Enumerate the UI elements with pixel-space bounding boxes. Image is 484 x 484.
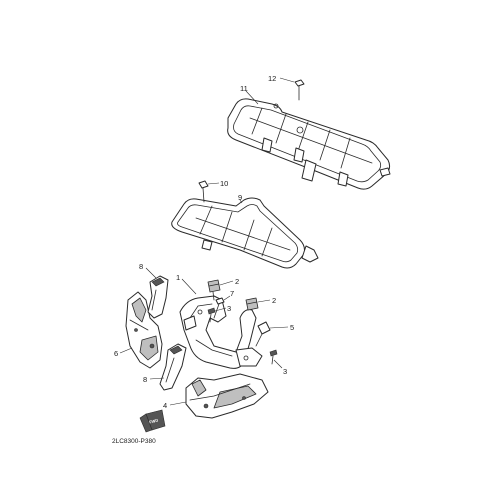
callout-4: 4 [163,401,167,410]
callout-3b: 3 [283,367,287,376]
strap-8b [159,343,187,391]
leader-6 [119,347,133,354]
callout-6: 6 [114,349,118,358]
callout-11: 11 [240,84,248,93]
screw-3b [269,349,278,365]
bolt-7 [213,297,225,319]
bolt-10 [198,180,209,203]
callout-9: 9 [238,193,242,202]
lower-guard [185,373,269,419]
callout-7: 7 [230,289,234,298]
leader-9 [239,199,243,204]
fwd-arrow-icon [139,409,166,433]
bolt-12 [294,79,305,101]
leader-11 [245,90,259,105]
callout-2a: 2 [235,277,239,286]
leader-10 [207,182,220,185]
side-guard [125,291,163,369]
callout-8b: 8 [143,375,147,384]
callout-1: 1 [176,273,180,282]
callout-5: 5 [290,323,294,332]
callout-12: 12 [268,74,276,83]
leader-7 [223,295,231,301]
strap-8a [147,275,169,319]
callout-3a: 3 [227,304,231,313]
leader-5 [269,326,289,329]
leader-4 [169,401,187,406]
rear-carrier [227,98,391,190]
leader-3b [273,359,283,369]
leader-8b [149,377,165,380]
leader-12 [279,77,295,83]
callout-8a: 8 [139,262,143,271]
screw-3a [207,307,216,323]
callout-2b: 2 [272,296,276,305]
grommet-2b [245,297,259,311]
leader-2a [219,280,234,286]
front-carrier [171,197,319,269]
callout-10: 10 [220,179,228,188]
guard-bracket [179,295,263,369]
bolt-5 [255,321,271,347]
leader-3a [214,307,227,312]
leader-8a [145,267,157,279]
fwd-label: FWD [149,418,159,425]
leader-1 [181,278,197,295]
leader-2b [257,299,271,303]
grommet-2a [207,279,221,301]
diagram-code: 2LC8300-P380 [112,438,156,445]
